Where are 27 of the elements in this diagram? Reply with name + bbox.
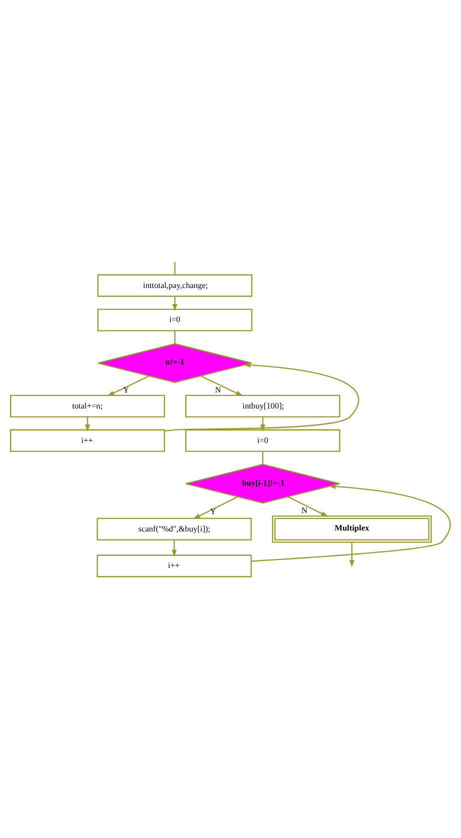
arrow bbox=[260, 416, 266, 432]
edge-label: N bbox=[214, 385, 221, 394]
connector bbox=[174, 330, 176, 344]
node-box: i=0 bbox=[185, 429, 340, 452]
connector bbox=[174, 262, 176, 275]
edge-label: N bbox=[301, 506, 308, 516]
connector bbox=[262, 451, 264, 464]
node-box: Multiplex bbox=[272, 515, 432, 543]
arrow bbox=[251, 484, 451, 562]
node-box: inttotal,pay,change; bbox=[97, 274, 252, 297]
arrow bbox=[193, 496, 238, 520]
node-box: scanf("%d",&buy[i]); bbox=[96, 518, 252, 540]
arrow bbox=[349, 542, 354, 568]
arrow bbox=[107, 375, 150, 396]
arrow bbox=[172, 540, 177, 557]
node-box: intbuy[100]; bbox=[185, 394, 340, 418]
node-box: i=0 bbox=[97, 308, 252, 332]
node-box: i++ bbox=[96, 554, 252, 578]
node-box: total+=n; bbox=[10, 394, 166, 418]
arrow bbox=[164, 362, 360, 432]
node-box: i++ bbox=[10, 429, 166, 452]
edge-label: Y bbox=[123, 385, 130, 394]
edge-label: Y bbox=[210, 507, 216, 516]
node-diamond: buy[i-1]!=-1 bbox=[185, 464, 340, 504]
arrow bbox=[172, 296, 178, 312]
arrow bbox=[200, 375, 244, 396]
arrow bbox=[288, 496, 328, 517]
